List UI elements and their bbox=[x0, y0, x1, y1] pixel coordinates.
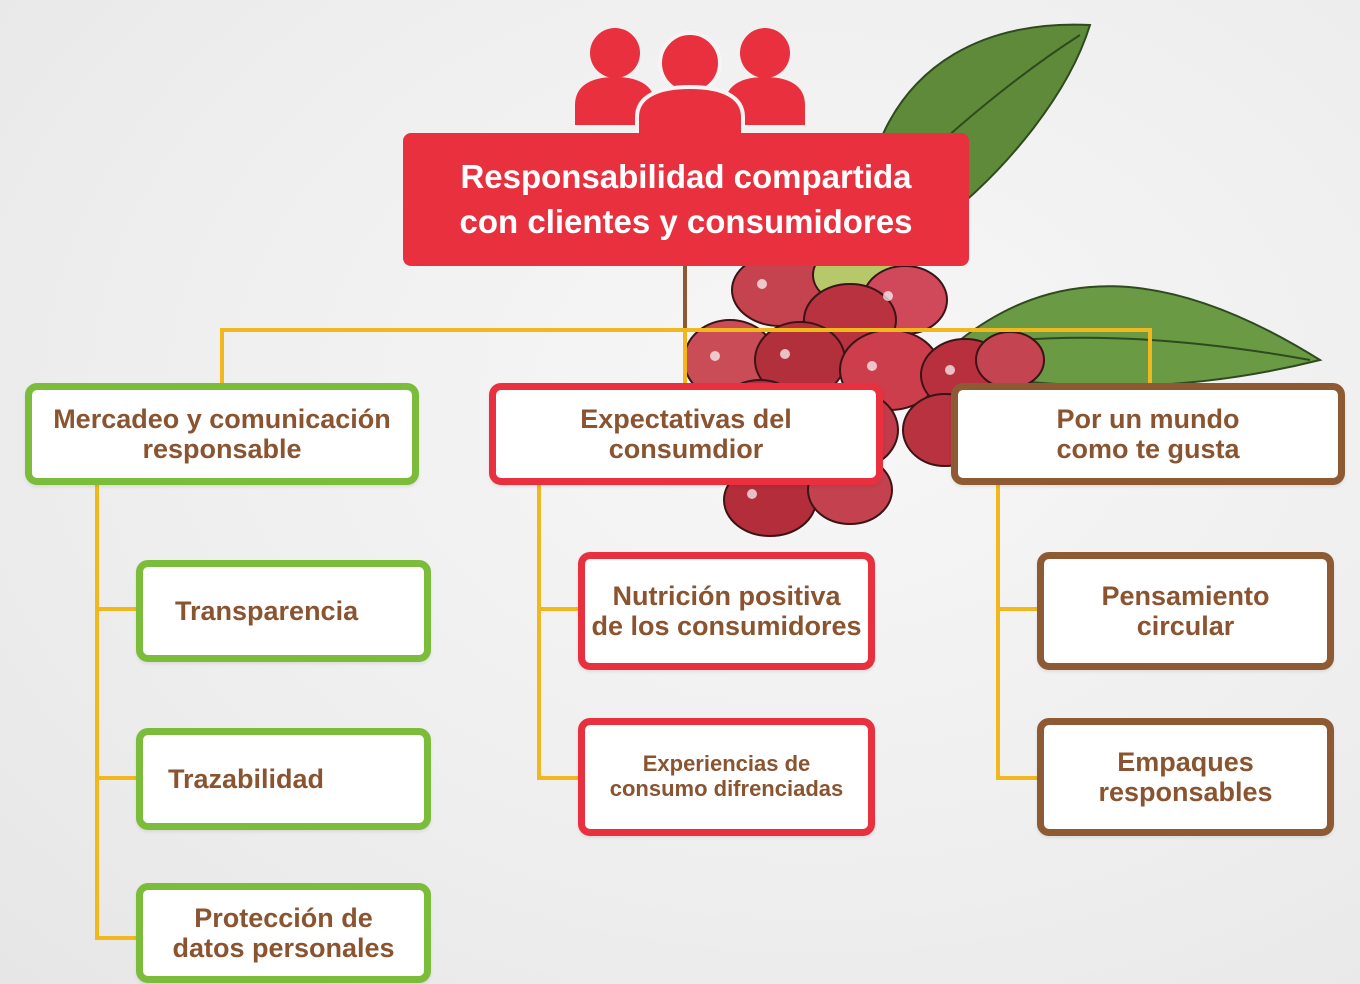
root-node: Responsabilidad compartida con clientes … bbox=[403, 133, 969, 266]
branch1-spine bbox=[95, 485, 99, 940]
branch-title: Por un mundo como te gusta bbox=[1056, 403, 1240, 464]
item-node: Empaques responsables bbox=[1037, 718, 1334, 836]
item-label: Nutrición positiva de los consumidores bbox=[591, 580, 862, 641]
branch-node-mercadeo: Mercadeo y comunicación responsable bbox=[25, 383, 419, 485]
branch3-tick-1 bbox=[996, 607, 1040, 611]
root-title: Responsabilidad compartida con clientes … bbox=[459, 157, 913, 240]
item-node: Nutrición positiva de los consumidores bbox=[578, 552, 875, 670]
item-label: Empaques responsables bbox=[1098, 746, 1273, 807]
branch3-tick-2 bbox=[996, 776, 1040, 780]
branch-title: Expectativas del consumdior bbox=[580, 403, 792, 464]
branch1-tick-2 bbox=[95, 776, 137, 780]
branch-node-expectativas: Expectativas del consumdior bbox=[489, 383, 883, 485]
branch-node-mundo: Por un mundo como te gusta bbox=[951, 383, 1345, 485]
branch-drop-3 bbox=[1148, 328, 1152, 388]
branch-drop-2 bbox=[683, 328, 687, 388]
item-node: Trazabilidad bbox=[136, 728, 431, 830]
branch2-spine bbox=[537, 485, 541, 780]
item-node: Experiencias de consumo difrenciadas bbox=[578, 718, 875, 836]
root-stem bbox=[683, 266, 687, 330]
branch-title: Mercadeo y comunicación responsable bbox=[53, 403, 391, 464]
item-label: Trazabilidad bbox=[168, 763, 325, 794]
item-node: Transparencia bbox=[136, 560, 431, 662]
item-label: Pensamiento circular bbox=[1101, 580, 1270, 641]
branch1-tick-3 bbox=[95, 936, 137, 940]
item-label: Protección de datos personales bbox=[172, 902, 395, 963]
item-node: Pensamiento circular bbox=[1037, 552, 1334, 670]
branch-drop-1 bbox=[220, 328, 224, 388]
item-label: Transparencia bbox=[175, 595, 359, 626]
people-group-icon bbox=[575, 28, 805, 135]
item-node: Protección de datos personales bbox=[136, 883, 431, 983]
branch1-tick-1 bbox=[95, 607, 137, 611]
branch3-spine bbox=[996, 485, 1000, 780]
branch2-tick-2 bbox=[537, 776, 581, 780]
branch2-tick-1 bbox=[537, 607, 581, 611]
item-label: Experiencias de consumo difrenciadas bbox=[609, 751, 844, 801]
